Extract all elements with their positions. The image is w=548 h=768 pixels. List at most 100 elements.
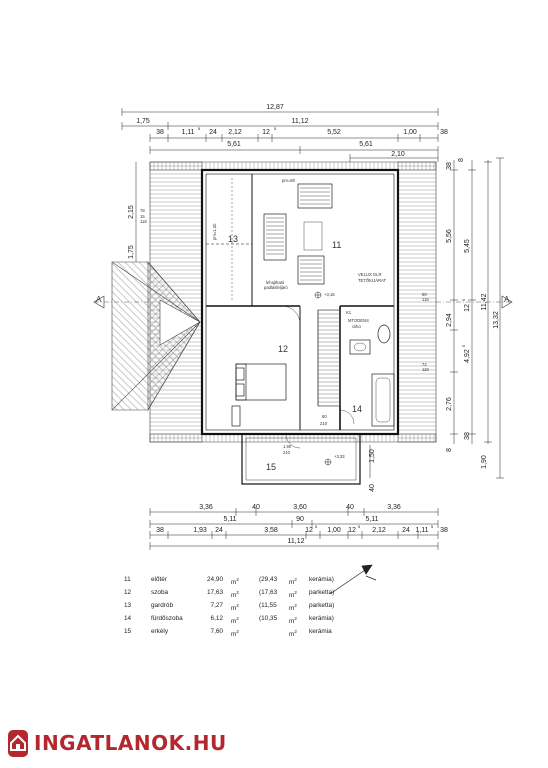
dim-r118b: 118 bbox=[422, 367, 429, 372]
dim-top-175: 1,75 bbox=[136, 118, 150, 125]
dim-top-r3-5: 12 bbox=[262, 129, 270, 136]
annot-pm130: pm=1,30 bbox=[212, 223, 217, 240]
dim-l118: 118 bbox=[140, 219, 147, 224]
dim-top-r3-8: 1,00 bbox=[403, 129, 417, 136]
dim-bot-r3-13: 38 bbox=[440, 527, 448, 534]
annot-pm80: pm=80 bbox=[282, 178, 296, 183]
legend-name: előtér bbox=[151, 576, 167, 583]
dim-r-38b: 38 bbox=[464, 432, 471, 440]
legend-row: 15 erkély 7,60 m2 m2 kerámia bbox=[124, 625, 359, 638]
dim-bot-r2-1: 90 bbox=[296, 516, 304, 523]
legend-alt-area: (11,55 bbox=[259, 602, 277, 609]
legend-num: 14 bbox=[124, 615, 132, 622]
dim-top-r3-6: 5 bbox=[274, 126, 277, 131]
room-13-label: 13 bbox=[228, 234, 238, 244]
legend-unit: m2 bbox=[231, 603, 239, 613]
legend-name: fürdőszoba bbox=[151, 615, 183, 622]
dim-d210b: 210 bbox=[283, 450, 291, 455]
dim-bot-r3-8: 5 bbox=[358, 524, 361, 529]
annot-fold1: lehajtható bbox=[266, 280, 285, 285]
dim-r-8b: 8 bbox=[446, 448, 453, 452]
dim-r-12: 12 bbox=[464, 304, 471, 312]
legend-alt-unit: m2 bbox=[289, 616, 297, 626]
dim-bot-r3-7: 12 bbox=[348, 527, 356, 534]
legend-alt-unit: m2 bbox=[289, 577, 297, 587]
level-marker-cross-icon bbox=[315, 292, 321, 298]
dim-bot-r3-3: 3,58 bbox=[264, 527, 278, 534]
dim-bot-1112: 11,12 bbox=[288, 538, 305, 545]
level-marker-2-cross-icon bbox=[325, 459, 331, 465]
legend-alt-unit: m2 bbox=[289, 629, 297, 639]
room-legend: 11 előtér 24,90 m2 (29,43 m2 kerámia) 12… bbox=[124, 573, 359, 638]
dim-r-556: 5,56 bbox=[446, 229, 453, 243]
legend-alt-area: (17,63 bbox=[259, 589, 278, 596]
dim-top-r3-1: 1,11 bbox=[181, 129, 194, 136]
dim-top-561-a: 5,61 bbox=[227, 141, 241, 148]
dim-bot-r1-2: 3,60 bbox=[293, 504, 307, 511]
dim-r-492: 4,92 bbox=[464, 349, 471, 363]
dim-bot-r1-1: 40 bbox=[252, 504, 260, 511]
dim-l78: 78 bbox=[140, 208, 145, 213]
roof-hatching bbox=[111, 161, 437, 443]
section-arrow-right-icon bbox=[501, 295, 513, 309]
legend-unit: m2 bbox=[231, 577, 239, 587]
dim-bot-r3-2: 24 bbox=[215, 527, 223, 534]
walls bbox=[200, 168, 400, 485]
legend-row: 12 szoba 17,63 m2 (17,63 m2 parketta) bbox=[124, 586, 359, 599]
legend-material: parketta) bbox=[309, 602, 335, 609]
annot-fold2: padlásfeljáró bbox=[264, 285, 288, 290]
furniture bbox=[231, 183, 395, 449]
legend-row: 11 előtér 24,90 m2 (29,43 m2 kerámia) bbox=[124, 573, 359, 586]
legend-num: 13 bbox=[124, 602, 132, 609]
dim-r-1332: 13,32 bbox=[493, 311, 500, 329]
legend-name: szoba bbox=[151, 589, 169, 596]
house-logo-icon bbox=[8, 729, 28, 757]
dim-top-r3-7: 5,52 bbox=[327, 129, 341, 136]
legend-area: 17,63 bbox=[207, 589, 223, 596]
annot-k1: K1 bbox=[346, 310, 352, 315]
dim-top-561-b: 5,61 bbox=[359, 141, 373, 148]
dim-bot-r1-0: 3,36 bbox=[199, 504, 213, 511]
dim-r118: 118 bbox=[422, 297, 429, 302]
dim-r-1142: 11,42 bbox=[481, 293, 488, 310]
room-labels: 11 12 13 14 15 bbox=[228, 234, 362, 472]
dim-r50: 50 bbox=[422, 292, 427, 297]
dim-bot-r2-2: 5,11 bbox=[365, 516, 378, 523]
brand-text: INGATLANOK.HU bbox=[34, 731, 227, 755]
dim-r-12-sup: 5 bbox=[461, 298, 466, 301]
dim-d210: 210 bbox=[320, 421, 328, 426]
legend-num: 12 bbox=[124, 589, 132, 596]
room-14-label: 14 bbox=[352, 404, 362, 414]
legend-area: 7,60 bbox=[210, 628, 223, 635]
dim-d190: 1,90 bbox=[283, 444, 292, 449]
legend-unit: m2 bbox=[231, 616, 239, 626]
dimension-lines bbox=[121, 108, 504, 550]
legend-unit: m2 bbox=[231, 629, 239, 639]
dim-bot-r3-12: 5 bbox=[431, 524, 434, 529]
legend-alt-unit: m2 bbox=[289, 603, 297, 613]
bottom-dimensions: 3,36 40 3,60 40 3,36 5,11 90 5,11 38 1,9… bbox=[156, 504, 448, 545]
dim-l15: 15 bbox=[140, 214, 145, 219]
brand-watermark: INGATLANOK.HU bbox=[8, 729, 226, 757]
dim-top-r3-9: 38 bbox=[440, 129, 448, 136]
legend-name: erkély bbox=[151, 628, 169, 635]
dim-bot-r3-4: 12 bbox=[305, 527, 313, 534]
room-12-label: 12 bbox=[278, 344, 288, 354]
dim-left-215: 2,15 bbox=[128, 205, 135, 219]
annotations: pm=80 pm=1,30 VELUX GLR TETŐKIJÁRAT MTOD… bbox=[212, 178, 387, 466]
legend-unit: m2 bbox=[231, 590, 239, 600]
legend-area: 7,27 bbox=[210, 602, 223, 609]
dim-r-276: 2,76 bbox=[446, 397, 453, 411]
dim-top-210: 2,10 bbox=[391, 151, 405, 158]
dim-balcony-40: 40 bbox=[369, 484, 376, 492]
top-dimensions: 12,87 1,75 11,12 38 1,11 5 24 2,12 12 5 … bbox=[136, 104, 448, 158]
legend-row: 13 gardrób 7,27 m2 (11,55 m2 parketta) bbox=[124, 599, 359, 612]
side-dimensions: 2,15 1,75 38 8 5,56 5,45 2,94 12 5 4,92 … bbox=[128, 158, 500, 492]
dim-r-492-sup: 5 bbox=[461, 344, 466, 347]
legend-num: 11 bbox=[124, 576, 131, 583]
legend-material: parketta) bbox=[309, 589, 335, 596]
dim-top-1112: 11,12 bbox=[292, 118, 309, 125]
dim-bot-r3-11: 1,11 bbox=[415, 527, 428, 534]
section-markers: A A bbox=[93, 295, 513, 309]
